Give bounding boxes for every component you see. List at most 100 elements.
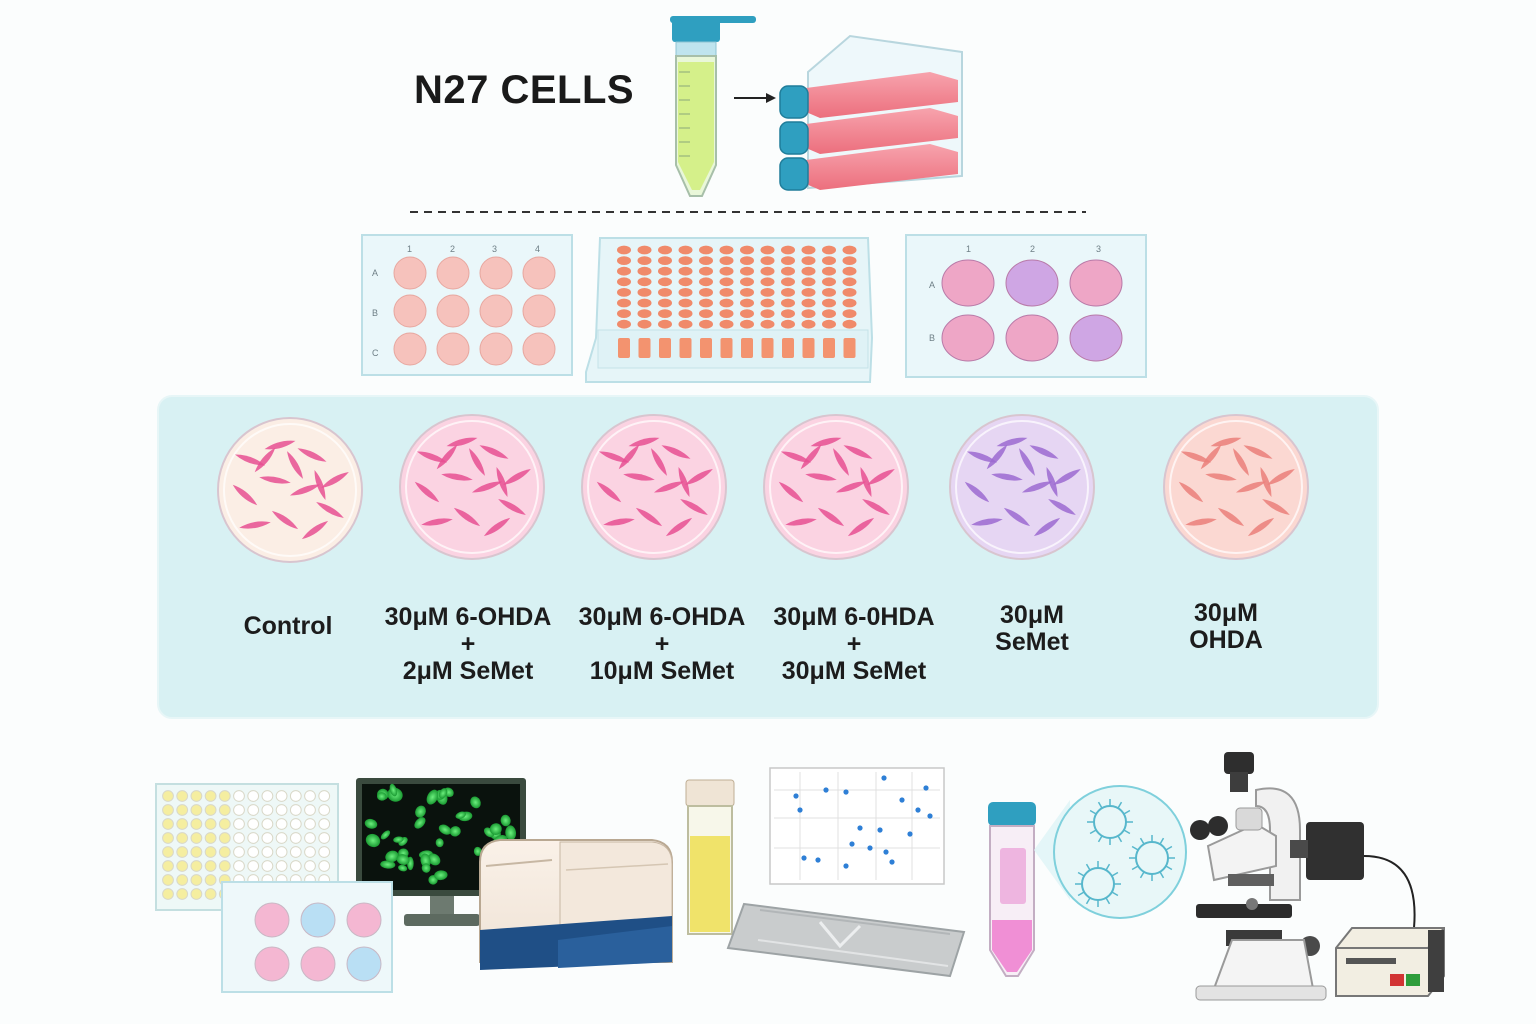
well [162,874,174,886]
cell-shape [1217,507,1245,527]
cell-fluorescence [421,863,431,873]
well [289,804,302,816]
exosome-spike [1105,897,1111,905]
well [678,256,693,265]
cell-shape [441,473,473,481]
well [247,818,260,830]
well [801,277,816,287]
well [233,790,245,802]
plate-6-col-label: 3 [1096,244,1101,254]
well [190,832,203,844]
well-column [700,338,712,358]
cell-fluorescence [449,826,461,837]
well [637,309,652,318]
cell-shape [780,451,812,463]
well [740,256,754,265]
cell-shape [598,451,630,463]
cell-shape [847,517,875,537]
cell-shape [800,444,822,470]
cell-shape [1178,481,1204,503]
well [304,804,316,816]
cell-fluorescence [435,838,444,848]
cell-shape [498,499,526,515]
well [522,256,556,290]
exosome-zoom-icon [1034,785,1187,919]
exosome-spike [1159,871,1165,879]
well [699,277,713,287]
treatment-label-line: 30μM 6-OHDA [384,603,552,631]
scatter-point [899,797,905,803]
cell-shape [1029,445,1059,459]
cell-fluorescence [438,788,448,799]
well [617,256,631,265]
well [204,832,217,844]
well [162,846,174,858]
treatment-label-line: Control [243,612,333,640]
cell-shape [862,499,890,515]
cell-shape [651,448,667,476]
exosome-spike [1117,835,1123,843]
scatter-point [801,855,807,861]
cell-shape [843,445,873,459]
well [760,266,775,276]
petri-dish-icon [763,414,909,560]
cell-fluorescence [365,833,381,848]
well-column [741,338,753,358]
plate-12-col-label: 2 [450,244,455,254]
well [699,298,713,308]
treatment-label-10um-semet: 30μM 6-OHDA + 10μM SeMet [562,604,762,685]
culture-flask-icon [779,34,963,191]
well [190,860,203,872]
cell-fluorescence [389,783,398,797]
well [176,860,189,872]
cell-fluorescence [377,792,387,801]
exosome-spike [1089,809,1097,815]
cell-shape [1233,448,1249,476]
well [300,946,336,982]
well [822,309,836,318]
well [678,277,693,287]
well [678,319,693,329]
treatment-label-line: SeMet [995,628,1069,656]
well [522,332,556,366]
well [176,790,189,802]
well [233,832,245,844]
cell-fluorescence [385,850,399,863]
well [204,874,217,886]
well [275,818,288,830]
well [740,245,754,255]
well [637,245,652,255]
well [247,860,260,872]
transfer-arrow [734,93,776,103]
well [719,288,734,297]
treatment-label-line: 30μM [1194,599,1258,627]
cell-shape [1048,499,1076,515]
plate-12-row-label: C [372,348,379,358]
well [719,266,734,276]
plate-12-col-label: 4 [535,244,540,254]
well [658,277,672,287]
cell-fluorescence [455,811,466,819]
well [617,319,631,329]
well [842,309,857,318]
well [699,288,713,297]
cell-shape [1205,473,1237,481]
well [247,846,260,858]
well [760,256,775,265]
plate-12-row-label: A [372,268,378,278]
cell-shape [503,469,531,485]
well [781,319,795,329]
cell-shape [421,518,453,526]
treatment-label-line: 30μM 6-OHDA [578,603,746,631]
cell-shape [314,469,326,501]
cell-fluorescence [414,817,426,829]
scatter-point [797,807,803,813]
well [479,332,513,366]
cell-shape [1262,499,1290,515]
well [842,245,857,255]
well [176,874,189,886]
cell-fluorescence [426,789,439,805]
well [842,277,857,287]
well-column [638,338,651,358]
cell-shape [1053,468,1081,485]
